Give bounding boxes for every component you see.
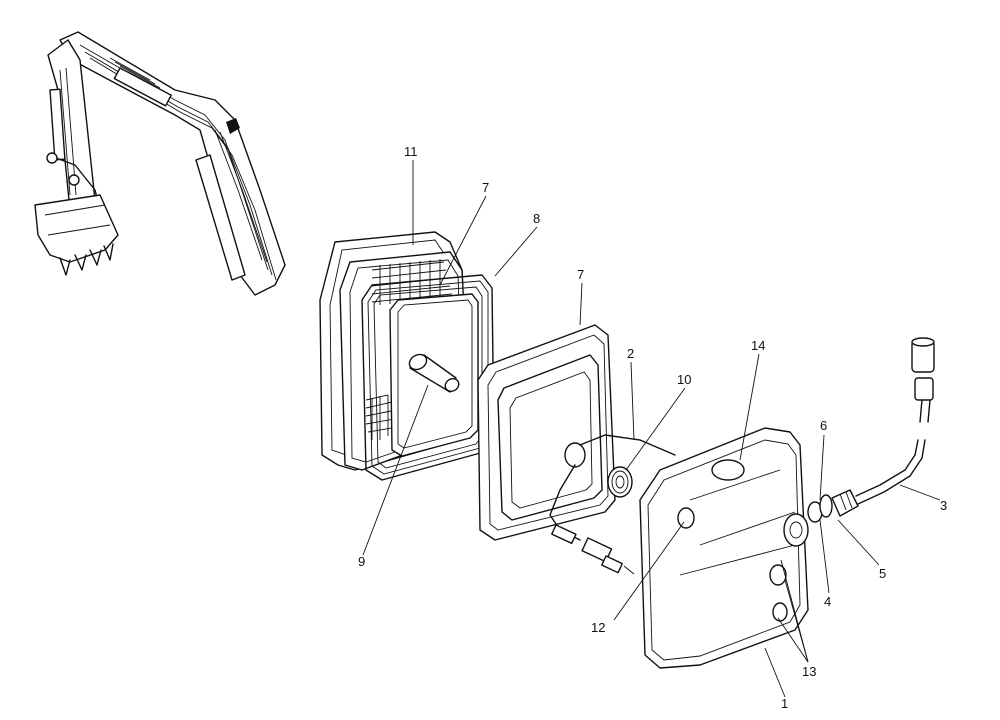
callout-5: 5 <box>879 566 886 581</box>
callout-11: 11 <box>404 144 418 159</box>
callout-7-lower: 7 <box>577 267 584 282</box>
callout-9: 9 <box>358 554 365 569</box>
callout-13: 13 <box>802 664 816 679</box>
callout-10: 10 <box>677 372 691 387</box>
callout-8: 8 <box>533 211 540 226</box>
part-2-wire-harness <box>549 434 676 575</box>
part-9-bulb <box>408 353 460 393</box>
part-10-spring <box>607 466 633 498</box>
callout-1: 1 <box>781 696 788 711</box>
part-3-cable <box>855 337 935 505</box>
callout-4: 4 <box>824 594 831 609</box>
callout-7-upper: 7 <box>482 180 489 195</box>
callout-12: 12 <box>591 620 605 635</box>
part-1-lamp-housing <box>639 427 809 669</box>
callout-6: 6 <box>820 418 827 433</box>
part-4-5-6-cable-fittings <box>807 489 859 523</box>
leader-lines <box>362 160 941 698</box>
part-7-reflector-bezel <box>477 324 616 541</box>
excavator-arm-illustration <box>34 31 286 296</box>
callout-3: 3 <box>940 498 947 513</box>
callout-labels: 11 7 8 7 2 10 14 6 3 5 4 13 1 12 9 <box>358 144 947 711</box>
callout-14: 14 <box>751 338 765 353</box>
callout-2: 2 <box>627 346 634 361</box>
